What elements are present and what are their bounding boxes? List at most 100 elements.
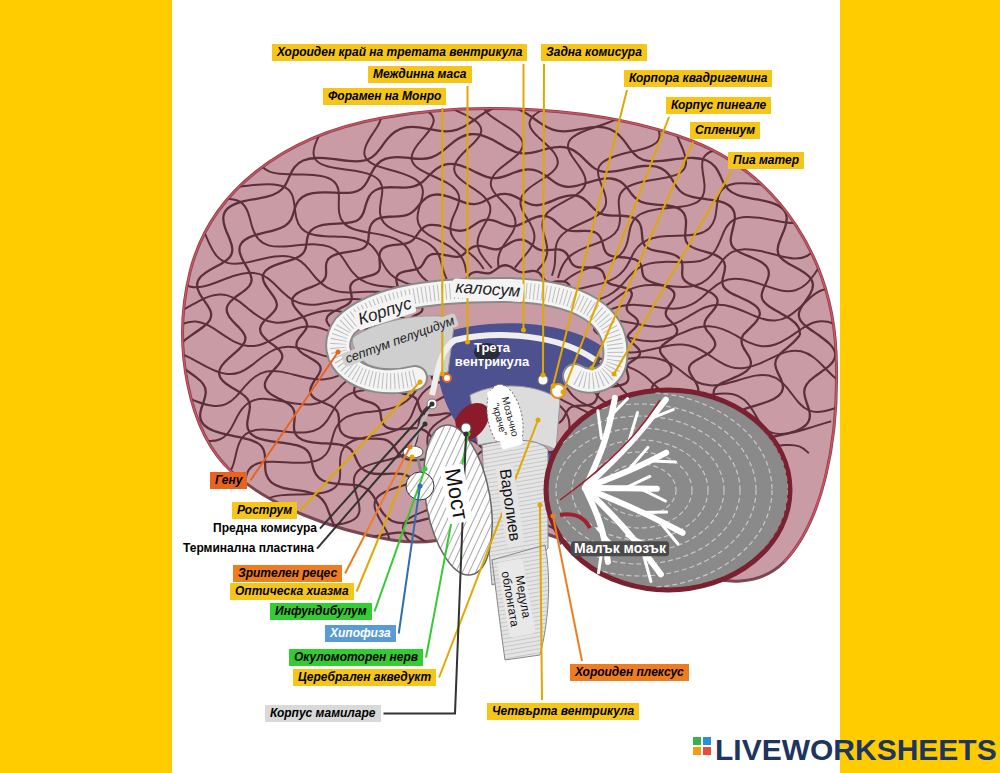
callout-box: Гену <box>210 472 247 489</box>
callout-text: Предна комисура <box>213 522 317 535</box>
callout-text: Оптическа хиазма <box>235 584 349 599</box>
arbor-branch <box>585 488 661 574</box>
callout-text: Зрителен рецес <box>238 566 337 581</box>
callout-text: Задна комисура <box>546 45 642 60</box>
arbor-twig <box>640 489 665 501</box>
leader-dot <box>408 445 413 450</box>
leader-line <box>543 64 544 375</box>
leader-dot <box>423 422 428 427</box>
callout-box: Хипофиза <box>325 625 396 642</box>
arbor-twig <box>625 476 650 488</box>
callout-box: Пиа матер <box>728 152 804 169</box>
leader-line <box>439 420 538 678</box>
callout-box: Хороиден край на третата вентрикула <box>272 44 527 61</box>
choroid-plexus <box>560 514 590 528</box>
arbor-twig <box>643 555 650 582</box>
arbor-twig <box>639 511 667 515</box>
callout-text: Гену <box>215 473 242 488</box>
leader-dot <box>418 484 423 489</box>
callout-text: Хороиден край на третата вентрикула <box>277 45 522 60</box>
arbor-twig <box>647 410 673 420</box>
leader-dot <box>410 455 415 460</box>
leader-dot <box>536 418 541 423</box>
leader-line <box>467 86 469 342</box>
callout-text: Пиа матер <box>733 153 799 168</box>
leader-dot <box>551 384 556 389</box>
folium <box>556 428 724 552</box>
callout-box: Четвърта вентрикула <box>487 703 639 720</box>
part-name: Мозъчно "краче" <box>487 386 524 450</box>
sulcus <box>314 132 448 280</box>
part-name: калосум <box>452 278 524 302</box>
pineal-body <box>551 384 565 398</box>
leader-dot <box>538 503 543 508</box>
callout-box: Корпора квадригемина <box>624 70 772 87</box>
arbor-twig <box>608 398 628 418</box>
callout-box: Междинна маса <box>368 66 472 83</box>
sulcus <box>260 165 436 287</box>
callout-text: Форамен на Монро <box>328 89 441 104</box>
leader-dot <box>430 402 435 407</box>
part-name: Корпус <box>353 294 417 331</box>
leader-line <box>441 108 443 374</box>
callout-box: Корпус пинеале <box>666 97 771 114</box>
cerebellum <box>546 390 790 590</box>
folium <box>540 416 740 564</box>
leader-line <box>375 469 425 612</box>
arbor-vitae <box>560 398 683 582</box>
sulcus <box>537 111 627 271</box>
leader-line <box>563 117 669 392</box>
callout-box: Хороиден плексус <box>570 664 689 681</box>
part-name: Малък мозък <box>571 541 669 556</box>
callout-text: Корпора квадригемина <box>629 71 767 86</box>
leader-dot <box>561 390 566 395</box>
callout-box: Форамен на Монро <box>323 88 446 105</box>
callout-text: Инфундибулум <box>275 604 367 619</box>
callout-box: Окуломоторен нерв <box>289 649 423 666</box>
leader-line <box>399 486 420 634</box>
logo-square <box>693 737 701 745</box>
callout-box: Сплениум <box>690 122 760 139</box>
sulcus <box>597 234 822 311</box>
part-name: Мост <box>439 463 473 524</box>
callout-box: Инфундибулум <box>270 603 372 620</box>
callout-box: Рострум <box>232 502 297 519</box>
leader-dot <box>336 350 341 355</box>
arbor-twig <box>598 411 602 439</box>
callout-box: Церебрален акведукт <box>293 669 436 686</box>
infundibulum <box>418 458 421 473</box>
callout-box: Корпус мамиларе <box>265 705 381 722</box>
leader-dot <box>590 366 595 371</box>
part-name: Трета вентрикула <box>446 341 538 370</box>
callout-text: Хороиден плексус <box>575 665 684 680</box>
leader-dot <box>418 380 423 385</box>
callout-text: Корпус пинеале <box>671 98 766 113</box>
callout-text: Четвърта вентрикула <box>492 704 634 719</box>
leader-dot <box>465 340 470 345</box>
leader-line <box>250 352 338 481</box>
callout-text: Сплениум <box>695 123 755 138</box>
logo-square <box>693 747 701 755</box>
watermark: LIVEWORKSHEETS <box>715 733 997 766</box>
sulcus <box>483 97 523 268</box>
sulcus <box>602 289 850 327</box>
leader-line <box>553 516 582 661</box>
logo-square <box>703 737 711 745</box>
leader-dot <box>521 328 526 333</box>
callout-text: Терминална пластина <box>183 542 314 555</box>
pons <box>413 420 502 581</box>
callout-text: Рострум <box>237 503 292 518</box>
white-panel <box>172 0 840 773</box>
callout-box: Оптическа хиазма <box>230 583 354 600</box>
callout-text: Церебрален акведукт <box>298 670 431 685</box>
vessel <box>560 400 660 500</box>
leader-dot <box>464 432 469 437</box>
sulcus <box>230 184 432 289</box>
part-name: Варолиев <box>496 465 524 545</box>
sulcus <box>364 112 466 273</box>
leader-line <box>320 404 432 529</box>
folium <box>572 440 708 540</box>
